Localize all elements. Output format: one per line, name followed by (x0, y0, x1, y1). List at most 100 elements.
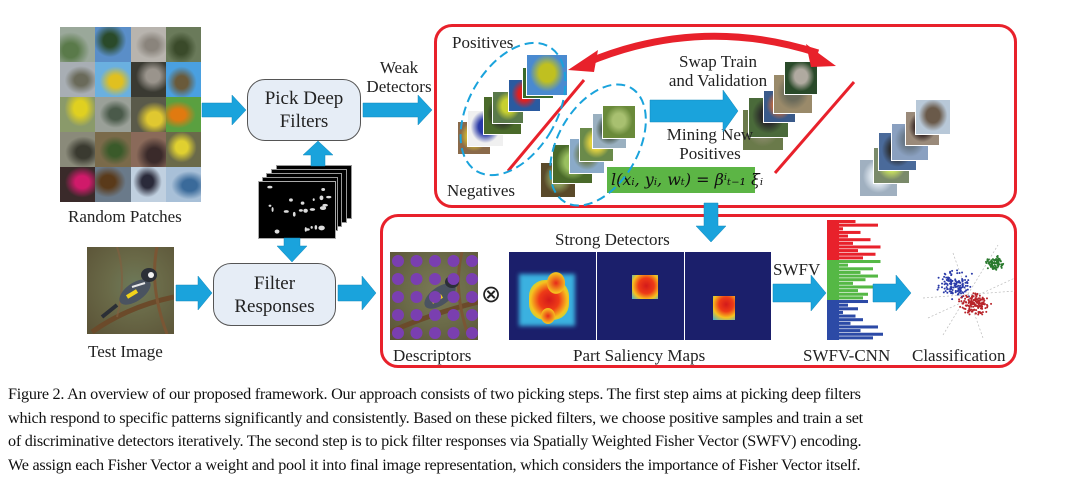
histogram-bar-red (827, 241, 853, 245)
cluster-point-green (991, 258, 994, 261)
cluster-point-red (972, 305, 975, 308)
descriptors-image (390, 252, 478, 340)
cluster-point-red (969, 297, 972, 300)
random-patch (60, 27, 96, 62)
cluster-point-green (990, 259, 993, 262)
cluster-point-blue (961, 279, 964, 282)
cluster-point-green (994, 265, 997, 268)
filter-activation (289, 198, 293, 202)
random-patch (130, 62, 166, 97)
cluster-point-blue (964, 284, 967, 287)
histogram-bar-green (827, 285, 876, 289)
loss-equation: l(xᵢ, yᵢ, wₜ) = βⁱₜ₋₁ ξᵢ (607, 167, 763, 193)
histogram-bar-red (827, 256, 863, 260)
cluster-point-blue (967, 279, 970, 282)
descriptor-dot (392, 327, 404, 339)
new-negative-samples (855, 90, 955, 198)
pick-deep-filters-box: Pick Deep Filters (247, 79, 361, 141)
cluster-point-red (967, 301, 970, 304)
cluster-point-blue (956, 293, 959, 296)
cluster-point-blue (966, 284, 969, 287)
histogram-block-red (827, 220, 839, 260)
cluster-point-blue (960, 292, 963, 295)
arrow-right-icon (337, 275, 377, 311)
descriptor-dot (466, 291, 478, 303)
random-patch (60, 132, 96, 167)
cluster-point-red (962, 295, 965, 298)
cluster-point-red (980, 307, 983, 310)
arrow-down-icon (276, 237, 308, 263)
cluster-point-green (991, 261, 994, 264)
cluster-point-red (964, 304, 967, 307)
cluster-point-red (986, 306, 989, 309)
filter-activation (318, 225, 325, 231)
cluster-point-red (958, 298, 961, 301)
descriptor-dot (466, 309, 478, 321)
cluster-point-green (988, 263, 991, 266)
cluster-point-blue (943, 283, 946, 286)
cluster-point-red (976, 305, 979, 308)
cluster-point-blue (937, 286, 940, 289)
histogram-bar-red (827, 249, 858, 253)
cluster-point-blue (959, 287, 962, 290)
cluster-point-red (970, 308, 973, 311)
descriptor-dot (466, 327, 478, 339)
filter-activation (292, 211, 296, 217)
histogram-bar-green (827, 267, 873, 271)
cluster-point-blue (951, 298, 954, 301)
cluster-point-green (1000, 265, 1003, 268)
filter-activation (322, 203, 328, 207)
cluster-point-red (974, 304, 977, 307)
random-patch (165, 27, 201, 62)
sample-patch (525, 53, 568, 96)
cluster-point-blue (955, 285, 958, 288)
cluster-point-blue (944, 273, 947, 276)
cluster-point-red (984, 307, 987, 310)
caption-line: We assign each Fisher Vector a weight an… (8, 455, 861, 474)
cluster-point-red (964, 307, 967, 310)
cluster-point-red (970, 305, 973, 308)
sample-patch (601, 104, 636, 139)
histogram-bar-red (827, 223, 878, 227)
cluster-point-green (986, 258, 989, 261)
cluster-point-blue (964, 281, 967, 284)
cluster-point-red (985, 297, 988, 300)
filter-activation (319, 206, 327, 211)
cluster-point-red (974, 293, 977, 296)
otimes-symbol: ⊗ (481, 282, 502, 308)
cluster-point-blue (963, 286, 966, 289)
filter-activation (271, 207, 274, 212)
cluster-point-red (981, 296, 984, 299)
cluster-point-blue (957, 284, 960, 287)
descriptor-dot (392, 291, 404, 303)
filter-activation (326, 195, 332, 199)
cluster-point-red (972, 292, 975, 295)
filter-map-front (258, 181, 336, 239)
cluster-point-red (983, 299, 986, 302)
cluster-point-green (996, 263, 999, 266)
cluster-point-red (983, 303, 986, 306)
random-patch (130, 27, 166, 62)
cluster-point-red (959, 305, 962, 308)
cluster-point-blue (937, 284, 940, 287)
classification-scatter (922, 243, 1016, 339)
cluster-point-green (988, 261, 991, 264)
cluster-point-red (979, 299, 982, 302)
decision-boundary (952, 252, 984, 339)
filter-activation (298, 209, 303, 212)
cluster-point-blue (959, 290, 962, 293)
cluster-point-blue (946, 283, 949, 286)
random-patch (95, 132, 131, 167)
histogram-bar-blue (827, 325, 878, 329)
cluster-point-red (990, 302, 993, 305)
decision-boundary (942, 244, 999, 336)
cluster-point-blue (956, 272, 959, 275)
random-patch (95, 27, 131, 62)
figure-caption: Figure 2. An overview of our proposed fr… (8, 383, 1076, 477)
cluster-point-red (966, 311, 969, 314)
cluster-point-red (976, 298, 979, 301)
random-patches-label: Random Patches (68, 207, 182, 226)
filter-activation (312, 198, 315, 202)
strong-detectors-label: Strong Detectors (555, 230, 670, 249)
weak-detectors-line1: Weak (379, 58, 419, 77)
